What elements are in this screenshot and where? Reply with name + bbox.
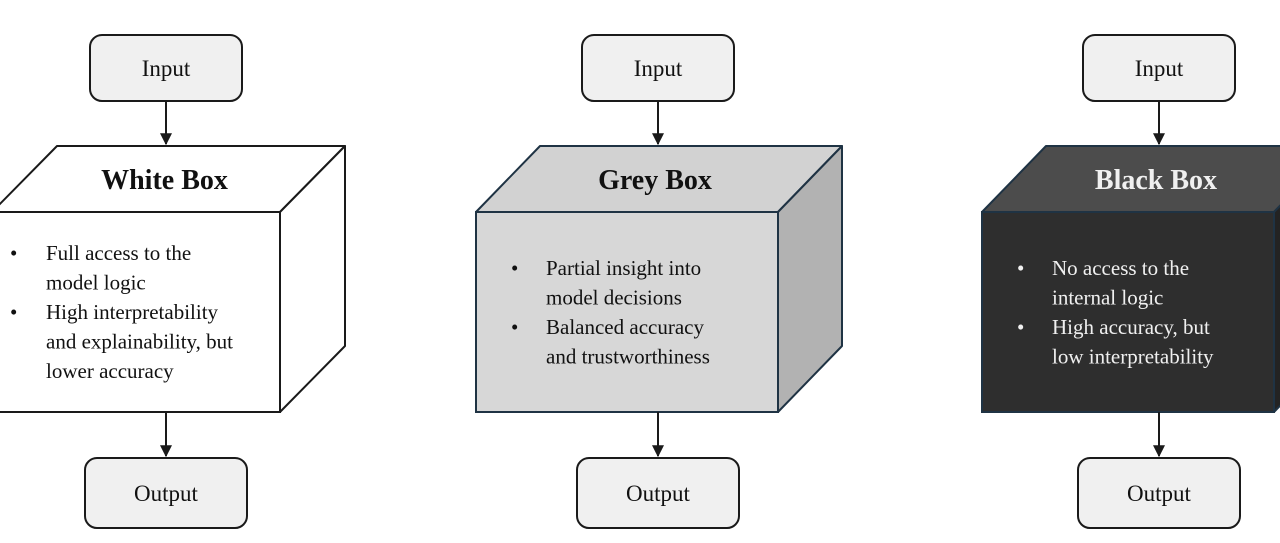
black-output-label: Output	[1127, 481, 1192, 506]
black-bullet-text: low interpretability	[1052, 344, 1214, 368]
grey-bullet-text: and trustworthiness	[546, 344, 710, 368]
grey-bullet-marker: •	[511, 315, 518, 339]
white-output-label: Output	[134, 481, 199, 506]
grey-cube-front-face	[475, 211, 779, 413]
grey-output-label: Output	[626, 481, 691, 506]
white-bullet-text: and explainability, but	[46, 330, 233, 354]
black-output-node	[1077, 457, 1241, 529]
grey-bullet-marker: •	[511, 256, 518, 280]
black-bullet-text: No access to the	[1052, 256, 1189, 280]
black-bullet-marker: •	[1017, 315, 1024, 339]
black-bullet-text: internal logic	[1052, 285, 1163, 309]
white-bullet-marker: •	[10, 241, 17, 265]
black-cube-front-face	[981, 211, 1275, 413]
white-bullet-text: model logic	[46, 271, 146, 295]
white-bullet-text: Full access to the	[46, 241, 191, 265]
white-cube-front-face	[0, 211, 281, 413]
grey-bullet-text: Partial insight into	[546, 256, 701, 280]
black-bullet-marker: •	[1017, 256, 1024, 280]
grey-input-label: Input	[634, 56, 683, 81]
white-bullet-marker: •	[10, 300, 17, 324]
grey-output-node	[576, 457, 740, 529]
white-input-label: Input	[142, 56, 191, 81]
grey-box-title: Grey Box	[598, 165, 712, 196]
white-output-node	[84, 457, 248, 529]
white-bullet-text: lower accuracy	[46, 359, 174, 383]
grey-bullet-text: Balanced accuracy	[546, 315, 704, 339]
white-box-title: White Box	[101, 165, 228, 196]
black-bullet-text: High accuracy, but	[1052, 315, 1210, 339]
grey-bullet-text: model decisions	[546, 285, 682, 309]
black-input-label: Input	[1135, 56, 1184, 81]
white-bullet-text: High interpretability	[46, 300, 219, 324]
black-box-title: Black Box	[1095, 165, 1217, 196]
